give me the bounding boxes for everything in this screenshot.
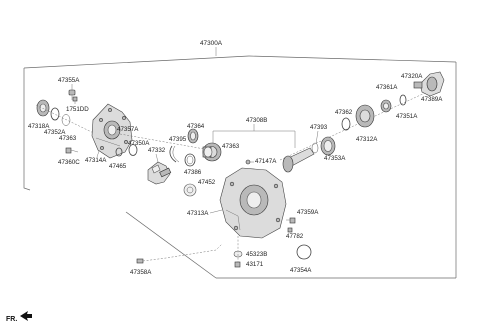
seal-47465 (115, 147, 123, 157)
label-43171: 43171 (246, 261, 264, 268)
frame-bottom-diag (125, 211, 217, 279)
label-47312A: 47312A (356, 136, 378, 143)
label-47389A: 47389A (421, 96, 443, 103)
label-47358A: 47358A (130, 269, 152, 276)
snap-ring-47350A (128, 144, 138, 156)
label-47361A: 47361A (376, 84, 398, 91)
snap-ring-47362 (341, 117, 351, 131)
label-47360C: 47360C (58, 159, 80, 166)
label-47314A: 47314A (85, 157, 107, 164)
shaft-47332 (147, 161, 172, 185)
bolt-47355A (68, 89, 76, 100)
label-47318A: 47318A (28, 123, 50, 130)
seal-47351A (399, 94, 407, 106)
leader-47332 (155, 153, 159, 163)
gear-47312A (355, 104, 375, 128)
front-direction-arrow-icon (20, 311, 32, 321)
output-shaft (282, 147, 315, 173)
label-47352A: 47352A (44, 129, 66, 136)
main-case (219, 167, 287, 239)
frame-top-left (23, 55, 250, 69)
label-47332: 47332 (148, 147, 166, 154)
flange-47318A (36, 99, 50, 117)
leader-47313A (209, 209, 223, 214)
label-47395: 47395 (169, 136, 187, 143)
label-47363-left: 47363 (59, 135, 77, 142)
leader-47393 (315, 130, 319, 145)
frame-left (23, 68, 31, 191)
front-cover-47357A (91, 103, 133, 159)
label-47308B: 47308B (246, 117, 267, 124)
label-1751DD: 1751DD (66, 106, 89, 113)
label-47452: 47452 (198, 179, 216, 186)
snap-ring-47393 (311, 142, 319, 154)
label-47350A: 47350A (128, 140, 150, 147)
output-flange-47320A (413, 71, 445, 97)
label-47355A: 47355A (58, 77, 80, 84)
bearing-47364 (187, 128, 199, 144)
label-47363-center: 47363 (222, 143, 240, 150)
label-47393: 47393 (310, 124, 328, 131)
label-47147A: 47147A (255, 158, 277, 165)
label-47465: 47465 (109, 163, 127, 170)
label-47782: 47782 (286, 233, 304, 240)
label-45323B: 45323B (246, 251, 267, 258)
seal-47386 (184, 153, 196, 167)
seal-47352A (50, 107, 60, 121)
vent-tube-47358A (136, 243, 223, 264)
chain-47395 (169, 145, 180, 163)
snap-ring-47363-left (61, 114, 71, 126)
front-direction-label: FR. (6, 316, 17, 323)
frame-top-right (248, 55, 457, 63)
label-47351A: 47351A (396, 113, 418, 120)
plug-47782 (287, 227, 293, 233)
label-47354A: 47354A (290, 267, 312, 274)
gear-set-47363-center (202, 142, 222, 162)
bolt-1751DD (72, 96, 78, 104)
assembly-title: 47300A (200, 40, 223, 47)
o-ring-47354A (296, 244, 312, 260)
seal-47452 (183, 183, 197, 197)
label-47357A: 47357A (117, 126, 139, 133)
label-47313A: 47313A (187, 210, 209, 217)
label-47364: 47364 (187, 123, 205, 130)
label-47320A: 47320A (401, 73, 423, 80)
leader-47314A (96, 150, 100, 158)
label-47362: 47362 (335, 109, 353, 116)
label-47386: 47386 (184, 169, 202, 176)
label-47359A: 47359A (297, 209, 319, 216)
sensor-47147A (245, 159, 254, 165)
ring-gear-47353A (320, 136, 336, 156)
bearing-47361A (380, 99, 392, 113)
bolt-47360C (65, 147, 79, 154)
bolt-43171 (234, 261, 241, 268)
plug-47359A (286, 217, 296, 224)
label-47353A: 47353A (324, 155, 346, 162)
axis-left-lower (119, 133, 211, 151)
